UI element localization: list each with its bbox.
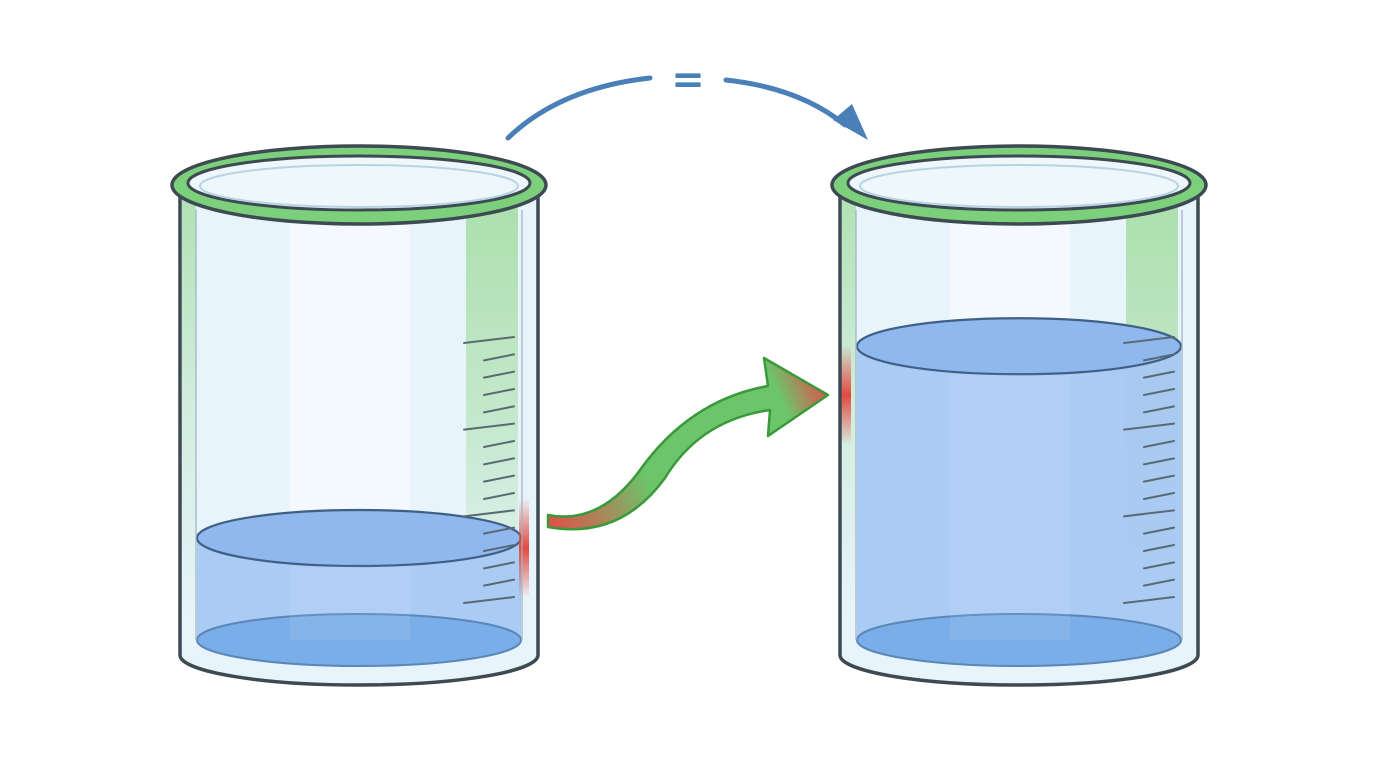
- glass-outline: [838, 185, 1200, 687]
- connector-arc-right: [723, 77, 848, 128]
- graduation-tick: [1143, 578, 1175, 587]
- graduation-tick: [1123, 596, 1175, 604]
- graduation-tick: [463, 509, 515, 518]
- water-highlight: [950, 374, 1070, 640]
- graduation-tick: [483, 492, 515, 500]
- graduation-tick: [1143, 405, 1175, 414]
- graduation-tick: [1143, 526, 1175, 535]
- graduation-tick: [1143, 457, 1175, 466]
- graduation-tick: [1123, 509, 1175, 518]
- graduation-tick: [1143, 370, 1175, 379]
- graduation-tick: [1143, 492, 1175, 500]
- beaker-mouth-inner: [859, 164, 1179, 208]
- level-marker-icon: [519, 498, 529, 598]
- graduation-tick: [1123, 336, 1175, 344]
- transfer-arrow-icon: [546, 356, 830, 531]
- graduation-tick: [1143, 561, 1175, 570]
- graduation-tick: [1143, 544, 1175, 552]
- graduation-tick: [483, 440, 515, 448]
- graduation-tick: [483, 526, 515, 535]
- connector-arrowhead-icon: [833, 104, 868, 140]
- glass-outline: [178, 185, 540, 687]
- water-highlight: [290, 566, 410, 640]
- graduation-tick: [483, 578, 515, 587]
- graduation-tick: [483, 544, 515, 552]
- transfer-arrow: [546, 356, 830, 531]
- graduation-tick: [483, 370, 515, 379]
- beaker-source: [170, 144, 548, 687]
- connector-arc-left: [505, 75, 653, 141]
- graduation-tick: [483, 561, 515, 570]
- graduation-tick: [1143, 440, 1175, 448]
- equals-connector: =: [505, 57, 868, 141]
- equals-symbol: =: [671, 57, 705, 103]
- water-bottom: [856, 613, 1182, 667]
- water-surface: [855, 317, 1183, 376]
- beaker-mouth: [846, 154, 1192, 212]
- water-bottom: [196, 613, 522, 667]
- glass-left-band: [182, 185, 196, 625]
- graduation-tick: [483, 388, 515, 396]
- beaker-mouth-inner: [199, 164, 519, 208]
- beaker-mouth: [186, 154, 532, 212]
- graduation-tick: [483, 474, 515, 483]
- graduation-tick: [483, 457, 515, 466]
- graduation-tick: [1143, 474, 1175, 483]
- graduation-tick: [1143, 388, 1175, 396]
- graduation-tick: [463, 596, 515, 604]
- graduation-tick: [463, 336, 515, 344]
- graduation-tick: [1123, 422, 1175, 431]
- level-marker-icon: [841, 345, 851, 445]
- graduation-tick: [1143, 353, 1175, 362]
- graduation-tick: [483, 405, 515, 414]
- graduation-tick: [463, 422, 515, 431]
- glass-inner-wall: [855, 210, 1183, 640]
- water-body: [857, 346, 1181, 666]
- glass-inner-wall: [195, 210, 523, 640]
- graduation-tick: [483, 353, 515, 362]
- beaker-target: [830, 144, 1208, 687]
- water-surface: [195, 508, 523, 568]
